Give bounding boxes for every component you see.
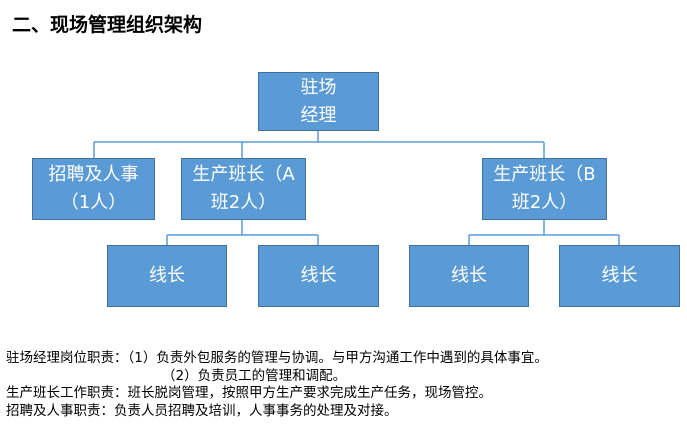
org-node-recruitment-line2: （1人） — [60, 192, 127, 213]
responsibilities-section: 驻场经理岗位职责：（1）负责外包服务的管理与协调。与甲方沟通工作中遇到的具体事宜… — [6, 350, 548, 420]
recruit-duty-line: 招聘及人事职责：负责人员招聘及培训，人事事务的处理及对接。 — [6, 403, 548, 421]
org-node-leader-b-line1: 生产班长（B — [493, 164, 596, 186]
leader-duty-text: 班长脱岗管理，按照甲方生产要求完成生产任务，现场管控。 — [127, 385, 493, 401]
manager-duty-item-1: （1）负责外包服务的管理与协调。与甲方沟通工作中遇到的具体事宜。 — [127, 350, 548, 366]
manager-duty-line-1: 驻场经理岗位职责：（1）负责外包服务的管理与协调。与甲方沟通工作中遇到的具体事宜… — [6, 350, 548, 368]
org-node-recruitment-hr: 招聘及人事 （1人） — [32, 158, 155, 220]
org-node-line-lead-label: 线长 — [300, 265, 337, 287]
org-node-line-lead-label: 线长 — [149, 265, 185, 287]
org-node-manager-line1: 驻场 — [300, 76, 337, 98]
recruit-duty-label: 招聘及人事职责： — [6, 402, 114, 419]
org-node-leader-a-line2: 班2人） — [210, 192, 277, 213]
manager-duty-line-2: （2）负责员工的管理和调配。 — [6, 368, 548, 386]
org-node-line-lead-2: 线长 — [258, 245, 379, 307]
org-node-line-lead-4: 线长 — [559, 245, 680, 307]
recruit-duty-text: 负责人员招聘及培训，人事事务的处理及对接。 — [114, 402, 398, 419]
org-node-line-lead-1: 线长 — [107, 245, 227, 307]
org-node-manager: 驻场 经理 — [258, 72, 379, 131]
org-node-leader-b-line2: 班2人） — [511, 192, 578, 213]
leader-duty-line: 生产班长工作职责：班长脱岗管理，按照甲方生产要求完成生产任务，现场管控。 — [6, 385, 548, 403]
page-title: 二、现场管理组织架构 — [12, 14, 203, 36]
manager-duty-item-2: （2）负责员工的管理和调配。 — [162, 367, 347, 384]
manager-duty-label: 驻场经理岗位职责： — [6, 350, 128, 366]
org-node-recruitment-line1: 招聘及人事 — [48, 164, 139, 186]
org-node-leader-a: 生产班长（A 班2人） — [181, 158, 306, 220]
org-node-line-lead-3: 线长 — [409, 245, 529, 307]
org-node-manager-line2: 经理 — [300, 104, 337, 126]
org-node-leader-b: 生产班长（B 班2人） — [482, 158, 607, 220]
leader-duty-label: 生产班长工作职责： — [6, 385, 128, 401]
org-node-leader-a-line1: 生产班长（A — [192, 164, 295, 186]
org-node-line-lead-label: 线长 — [601, 265, 638, 287]
org-node-line-lead-label: 线长 — [451, 265, 487, 287]
